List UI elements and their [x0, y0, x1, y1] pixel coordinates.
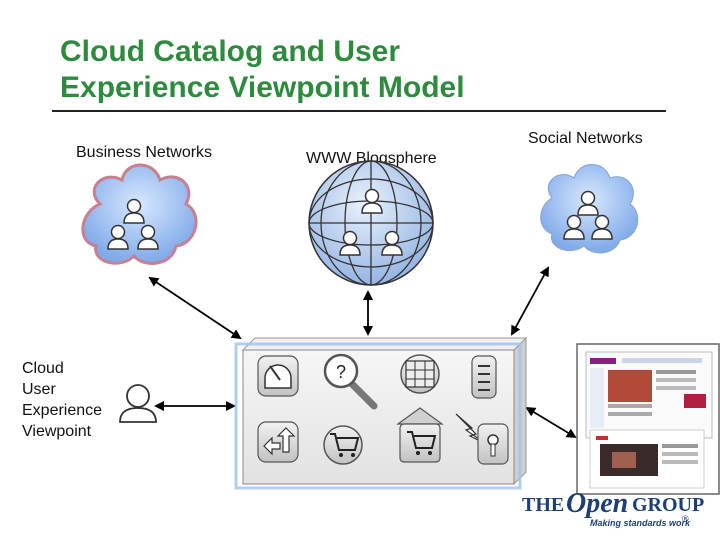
viewpoint-line-4: Viewpoint — [22, 423, 92, 440]
arrow-business-catalog — [148, 276, 242, 340]
viewpoint-label: Cloud User Experience Viewpoint — [22, 358, 102, 442]
www-globe — [308, 160, 434, 286]
title-underline — [52, 110, 666, 112]
transfer-icon[interactable] — [257, 421, 299, 463]
logo-tagline: Making standards work — [590, 518, 691, 528]
lightning-lock-icon[interactable] — [455, 413, 509, 465]
www-blogsphere-label: WWW Blogsphere — [306, 150, 437, 167]
logo-the: THE — [522, 494, 565, 516]
social-network-cloud — [540, 163, 639, 254]
open-group-logo: THE Open GROUP Making standards work ® — [520, 488, 710, 534]
logo-open: Open — [566, 488, 629, 519]
business-networks-label: Business Networks — [76, 144, 213, 161]
arrow-social-catalog — [511, 266, 549, 336]
title-line-2: Experience Viewpoint Model — [60, 71, 465, 104]
logo-group: GROUP — [632, 494, 705, 516]
store-cart-icon[interactable] — [396, 407, 444, 463]
search-help-icon[interactable]: ? — [323, 353, 378, 410]
arrow-catalog-website — [525, 406, 577, 439]
user-viewpoint-person — [119, 384, 157, 423]
business-network-cloud — [81, 163, 198, 265]
viewpoint-line-2: User — [22, 381, 56, 398]
page-title: Cloud Catalog and User Experience Viewpo… — [60, 34, 540, 106]
logo-registered-mark: ® — [682, 514, 689, 524]
social-networks-label: Social Networks — [528, 130, 643, 147]
grid-icon[interactable] — [400, 354, 440, 394]
gauge-icon[interactable] — [257, 355, 299, 397]
viewpoint-line-1: Cloud — [22, 360, 64, 377]
website-screenshot — [576, 343, 720, 495]
title-line-1: Cloud Catalog and User — [60, 35, 401, 68]
cart-icon[interactable] — [323, 425, 363, 465]
list-icon[interactable] — [471, 355, 497, 399]
search-symbol: ? — [336, 362, 346, 382]
viewpoint-line-3: Experience — [22, 402, 103, 419]
